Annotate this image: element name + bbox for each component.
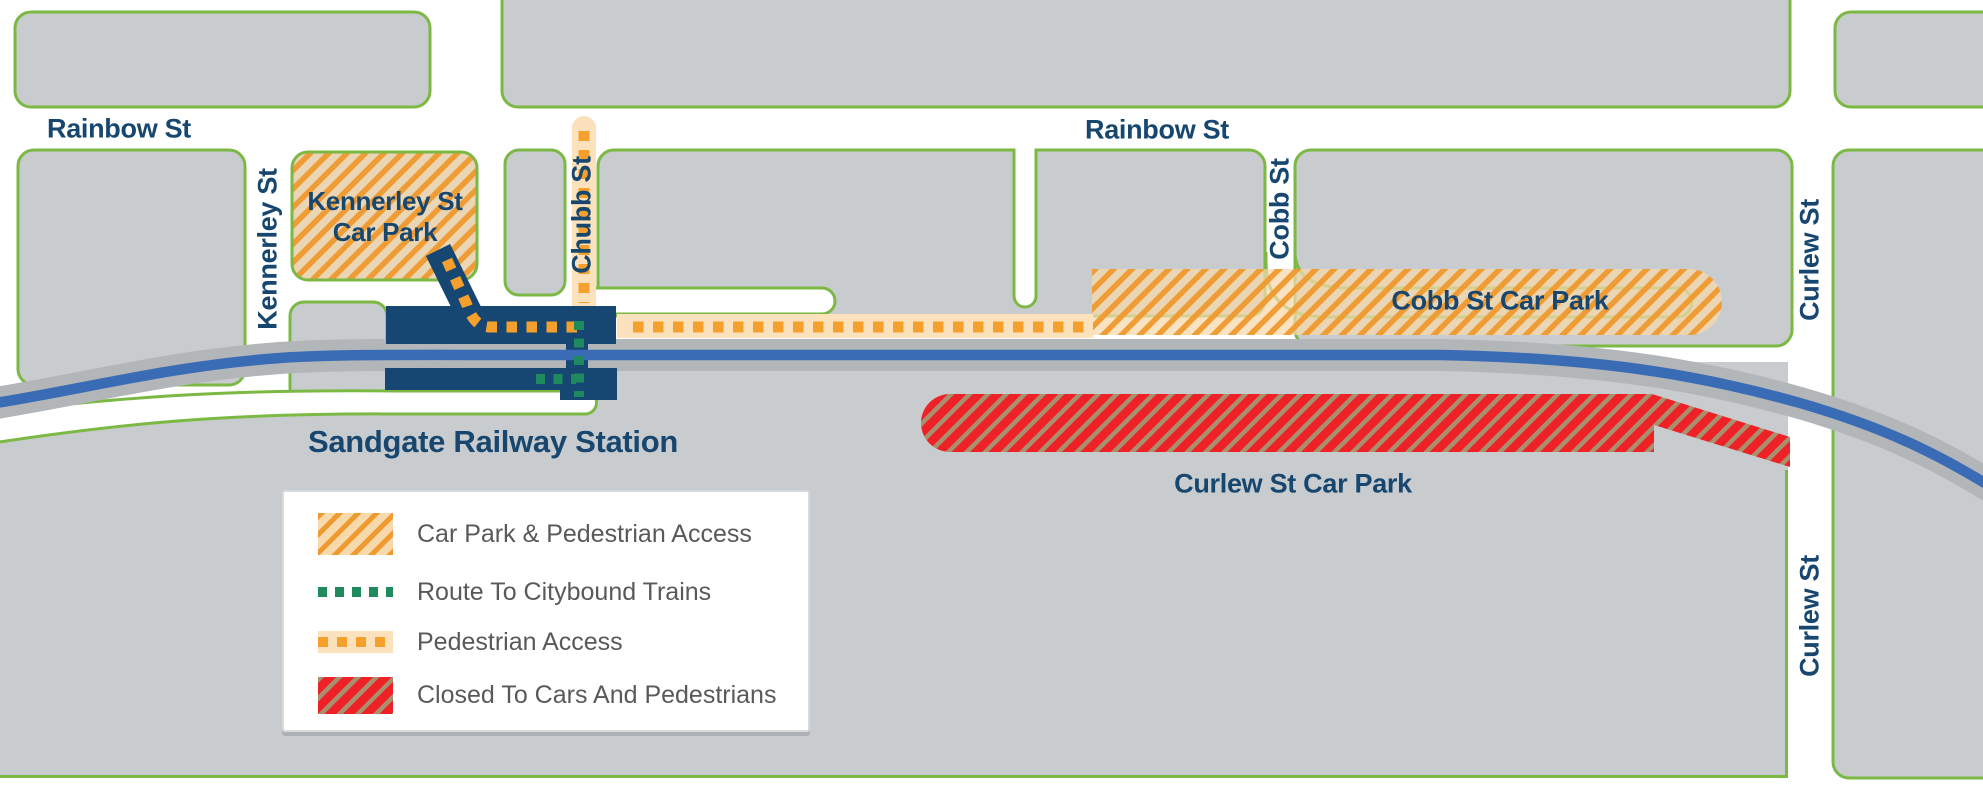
curlew-car-park-closed-zone bbox=[921, 394, 1790, 467]
block-small-west-of-chubb bbox=[503, 148, 567, 297]
legend-label-pedestrian-access: Pedestrian Access bbox=[417, 627, 623, 656]
label-kennerley-car-park-line1: Kennerley St bbox=[307, 186, 463, 216]
label-kennerley-st: Kennerley St bbox=[252, 168, 283, 330]
label-rainbow-st-left: Rainbow St bbox=[47, 113, 191, 144]
legend-row-car-park-access: Car Park & Pedestrian Access bbox=[318, 513, 752, 555]
road-south-of-station bbox=[0, 389, 598, 444]
label-rainbow-st-right: Rainbow St bbox=[1085, 114, 1229, 145]
label-chubb-st: Chubb St bbox=[566, 156, 597, 274]
legend-swatch-pedestrian-access-icon bbox=[318, 631, 393, 653]
block-top-right bbox=[1833, 10, 1983, 109]
legend-row-closed: Closed To Cars And Pedestrians bbox=[318, 674, 776, 716]
railway-line bbox=[0, 349, 1983, 488]
road-culdesac-north-of-station bbox=[591, 286, 837, 316]
legend-label-closed: Closed To Cars And Pedestrians bbox=[417, 680, 777, 709]
legend: Car Park & Pedestrian Access Route To Ci… bbox=[282, 490, 810, 732]
legend-swatch-closed-icon bbox=[318, 676, 393, 714]
label-curlew-st-lower: Curlew St bbox=[1794, 555, 1825, 677]
label-sandgate-station: Sandgate Railway Station bbox=[307, 424, 679, 459]
label-kennerley-car-park: Kennerley St Car Park bbox=[307, 186, 463, 248]
road-deadend-street bbox=[1012, 148, 1038, 309]
label-cobb-st: Cobb St bbox=[1264, 158, 1295, 260]
label-curlew-car-park: Curlew St Car Park bbox=[1174, 468, 1412, 499]
legend-label-citybound: Route To Citybound Trains bbox=[417, 577, 712, 606]
pedestrian-route-ramp bbox=[441, 257, 578, 333]
label-curlew-st-upper: Curlew St bbox=[1794, 199, 1825, 321]
legend-swatch-pedestrian-dashes bbox=[318, 637, 393, 647]
legend-swatch-citybound-icon bbox=[318, 587, 393, 597]
kennerley-car-park-hatch bbox=[290, 150, 479, 282]
station-south-platform bbox=[385, 368, 617, 390]
label-cobb-car-park: Cobb St Car Park bbox=[1391, 285, 1609, 316]
block-top-left bbox=[13, 10, 432, 109]
cobb-car-park-hatch bbox=[1092, 269, 1722, 335]
legend-swatch-car-park-access-icon bbox=[318, 513, 393, 555]
block-top-middle bbox=[500, 0, 1792, 109]
station-south-annex bbox=[560, 368, 617, 400]
block-south-border bbox=[0, 470, 1788, 778]
legend-label-car-park-access: Car Park & Pedestrian Access bbox=[417, 519, 752, 548]
block-southeast bbox=[1831, 148, 1983, 780]
legend-row-pedestrian-access: Pedestrian Access bbox=[318, 621, 623, 663]
legend-row-citybound: Route To Citybound Trains bbox=[318, 571, 711, 613]
label-kennerley-car-park-line2: Car Park bbox=[332, 217, 438, 247]
